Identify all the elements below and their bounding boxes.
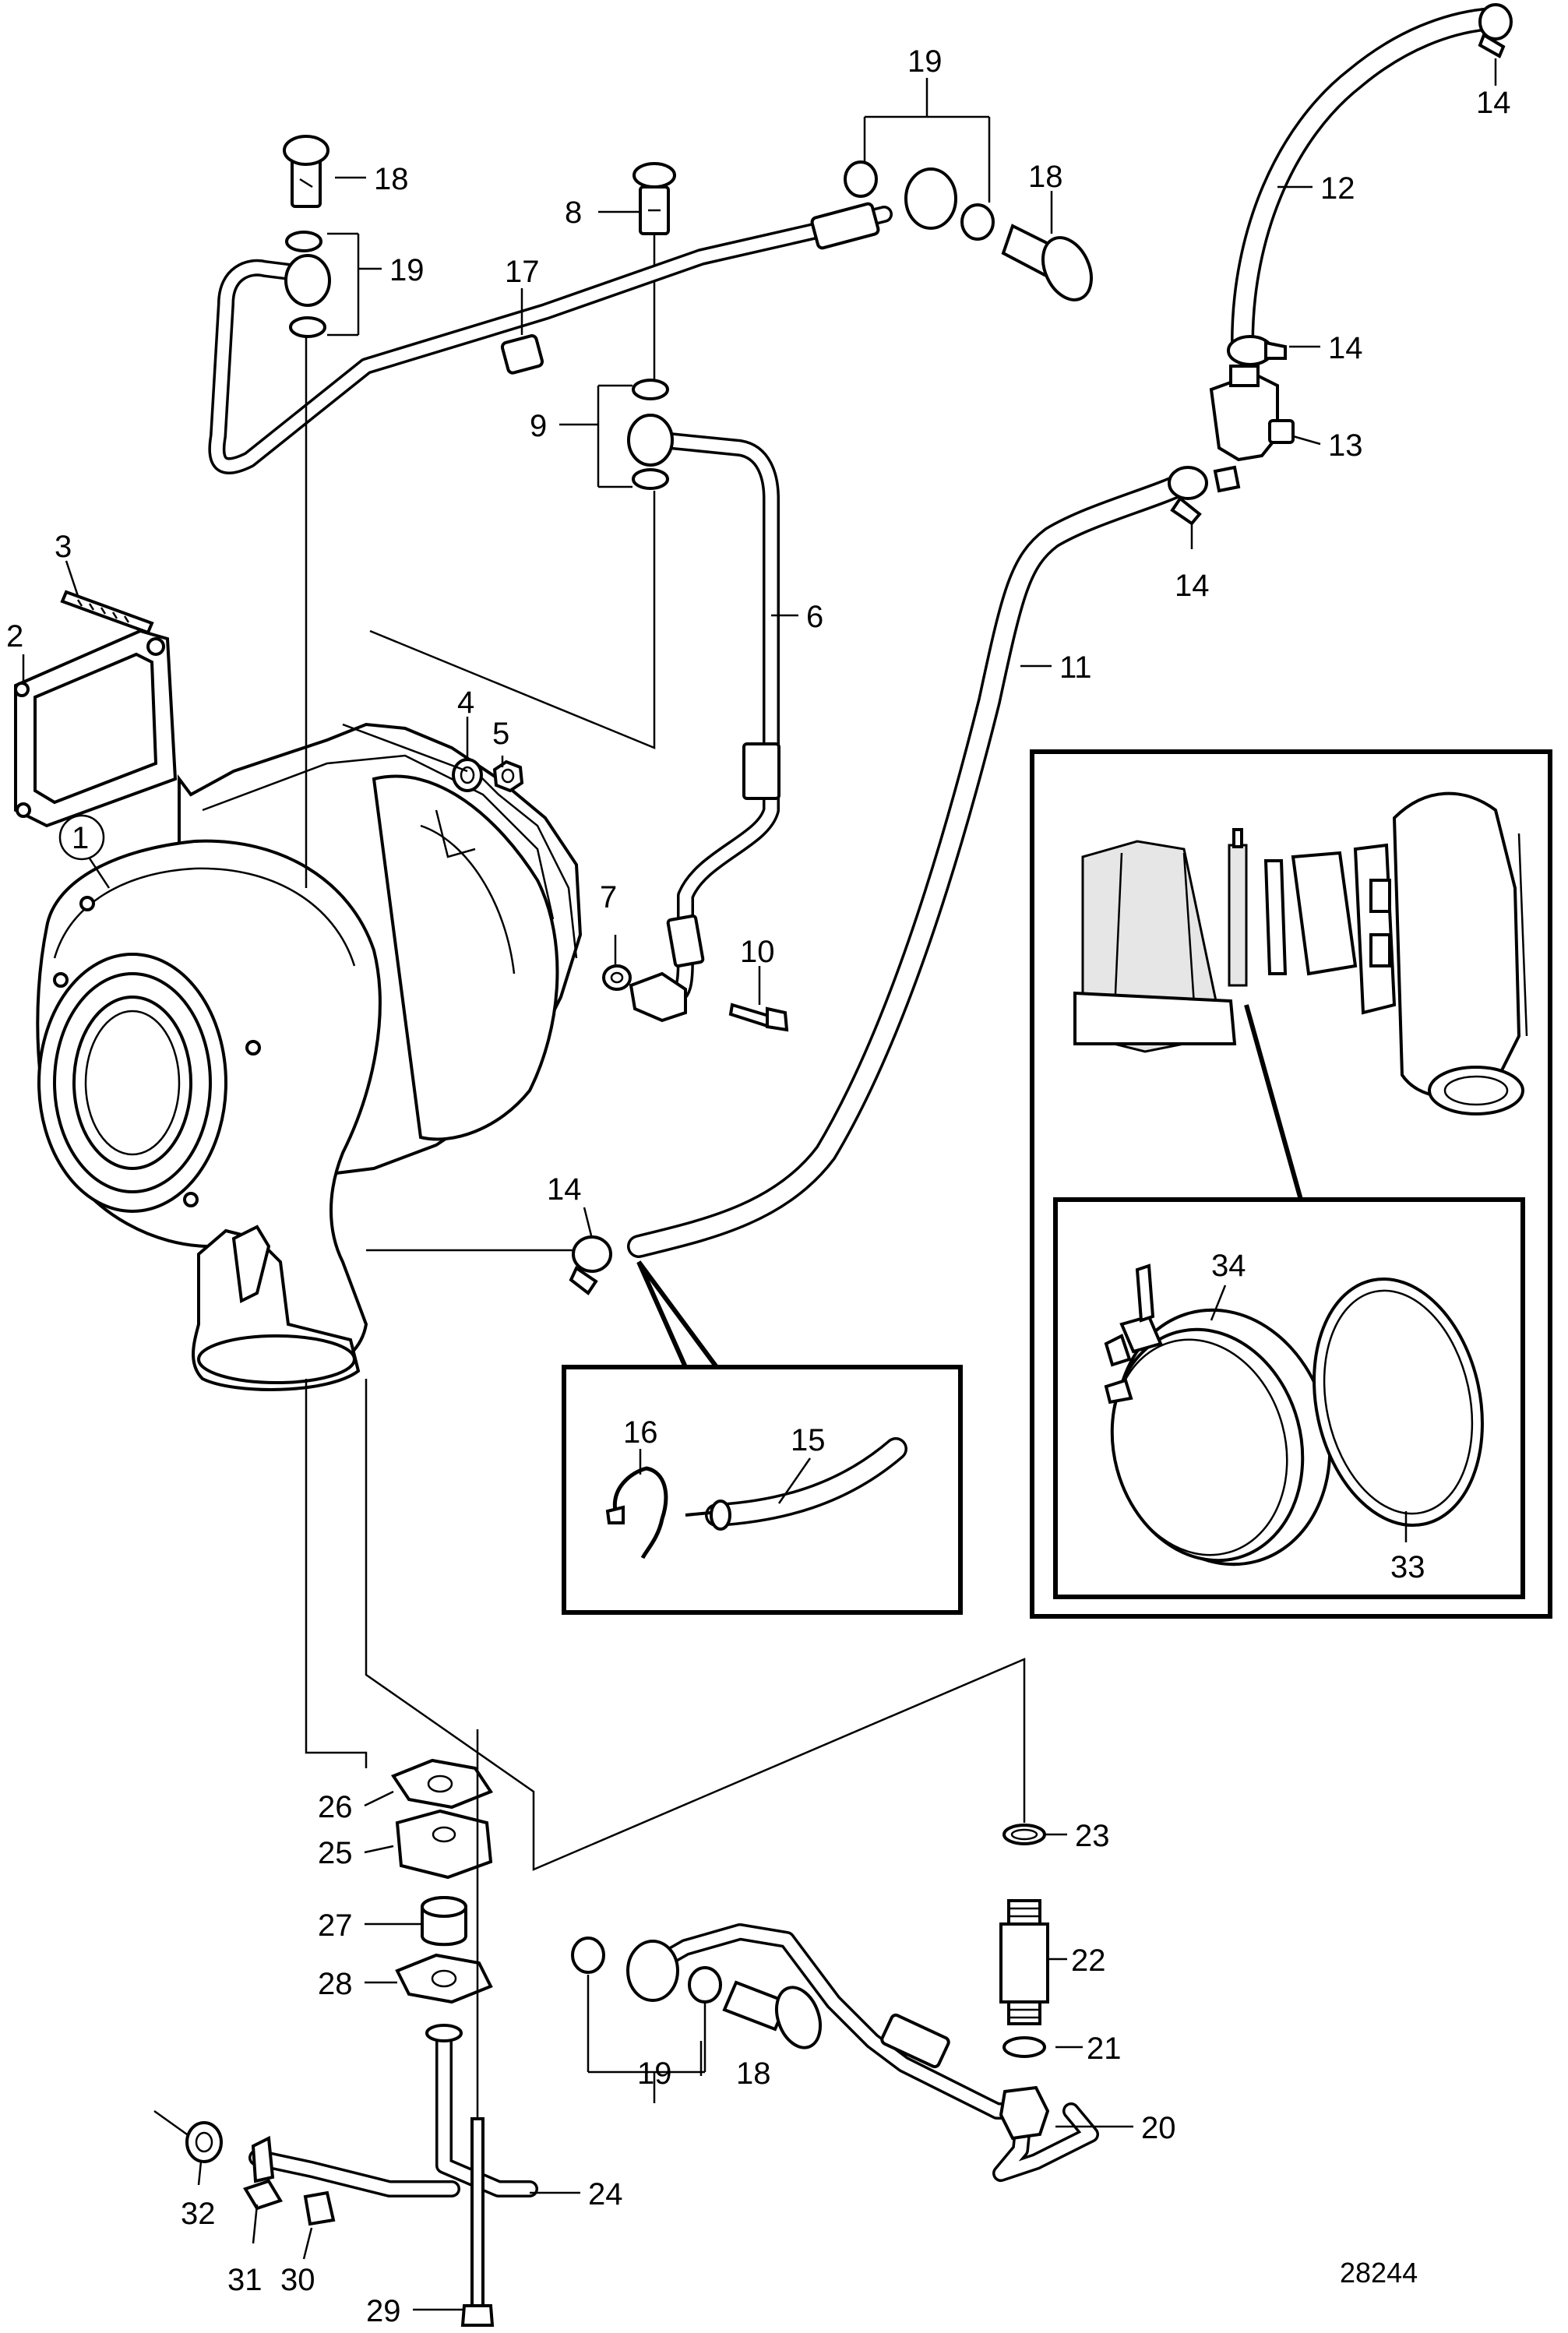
- callout-21: 21: [1087, 2032, 1122, 2066]
- callout-34: 34: [1211, 1249, 1246, 1283]
- banjo-bolt-18-lower: [722, 1980, 823, 2049]
- spacer-4: [452, 758, 483, 792]
- oil-pipe-6: [629, 432, 780, 1023]
- callout-18a: 18: [374, 162, 409, 196]
- banjo-fitting-9: [627, 379, 674, 490]
- callout-7: 7: [600, 880, 617, 915]
- banjo-fitting-19-lower: [571, 1937, 722, 2003]
- banjo-fitting-19-left: [284, 231, 331, 338]
- callout-10: 10: [740, 935, 775, 969]
- stud-3: [60, 590, 154, 635]
- clamp-14-mid: [1227, 335, 1287, 366]
- callout-14c: 14: [1175, 569, 1210, 603]
- gasket-2: [14, 629, 178, 828]
- hose-12: [1231, 8, 1496, 354]
- banjo-fitting-19-right: [844, 160, 995, 241]
- callout-4: 4: [457, 685, 474, 720]
- callout-24: 24: [588, 2177, 623, 2211]
- callout-27: 27: [318, 1908, 353, 1943]
- banjo-bolt-18-left: [283, 135, 329, 208]
- turbocharger-assembly: [36, 722, 583, 1391]
- oil-pipe-20: [650, 1923, 1099, 2182]
- banjo-bolt-18-right: [1001, 224, 1093, 301]
- flange-25: [395, 1809, 493, 1880]
- drain-pipe-24: [248, 2024, 538, 2197]
- callout-19b: 19: [907, 44, 943, 79]
- callout-30: 30: [280, 2263, 315, 2297]
- callout-2: 2: [6, 619, 23, 654]
- hose-detail-inset: [562, 1260, 963, 1615]
- callout-28: 28: [318, 1967, 353, 2001]
- callout-18b: 18: [1028, 160, 1063, 194]
- clamp-detail-inset: [1030, 749, 1552, 1619]
- callout-32: 32: [181, 2197, 216, 2231]
- banjo-bolt-8: [632, 162, 676, 235]
- callout-5: 5: [492, 717, 509, 751]
- callout-9: 9: [530, 409, 547, 443]
- callout-8: 8: [565, 196, 582, 230]
- callout-leaders: [22, 58, 1497, 2311]
- callout-17: 17: [505, 255, 540, 289]
- oil-pipe-17: [208, 202, 893, 474]
- seal-32: [185, 2121, 223, 2163]
- callout-29: 29: [366, 2294, 401, 2328]
- clamp-14-low: [1168, 466, 1208, 526]
- clamp-14-hose-end: [569, 1235, 612, 1295]
- adapter-22: [999, 1899, 1049, 2025]
- bolt-30: [303, 2190, 336, 2226]
- hose-11: [627, 471, 1196, 1258]
- callout-14b: 14: [1328, 331, 1363, 365]
- callout-19a: 19: [389, 253, 425, 287]
- callout-6: 6: [806, 600, 823, 634]
- callout-1: 1: [72, 821, 89, 855]
- callout-20: 20: [1141, 2111, 1176, 2145]
- callout-14a: 14: [1476, 86, 1511, 120]
- bushing-27: [421, 1896, 467, 1947]
- callout-19c: 19: [637, 2056, 672, 2091]
- clamp-14-top: [1478, 3, 1513, 58]
- bracket-31: [243, 2179, 283, 2211]
- valve-13: [1209, 365, 1295, 493]
- callout-labels: 1 2 3 4 5 6 7 8 9 10 11 12 13 14 14 14 1…: [6, 44, 1511, 2328]
- figure-number: 28244: [1340, 2257, 1418, 2289]
- callout-18c: 18: [736, 2056, 771, 2091]
- flange-gasket-26: [390, 1758, 494, 1810]
- callout-23: 23: [1075, 1819, 1110, 1853]
- callout-12: 12: [1320, 171, 1355, 206]
- callout-33: 33: [1390, 1550, 1425, 1584]
- callout-14d: 14: [547, 1172, 582, 1207]
- callout-25: 25: [318, 1836, 353, 1870]
- callout-11: 11: [1059, 650, 1092, 685]
- callout-3: 3: [55, 530, 72, 564]
- bolt-10: [728, 1003, 789, 1032]
- o-ring-23: [1002, 1824, 1046, 1845]
- flange-gasket-28: [395, 1953, 493, 2004]
- nut-5: [492, 759, 524, 793]
- callout-15: 15: [791, 1423, 826, 1457]
- callout-31: 31: [227, 2263, 263, 2297]
- callout-26: 26: [318, 1790, 353, 1824]
- washer-21: [1002, 2036, 1046, 2058]
- washer-7: [602, 964, 632, 991]
- bolt-29: [460, 2117, 495, 2327]
- callout-13: 13: [1328, 428, 1363, 463]
- callout-22: 22: [1071, 1944, 1106, 1978]
- callout-16: 16: [623, 1415, 658, 1450]
